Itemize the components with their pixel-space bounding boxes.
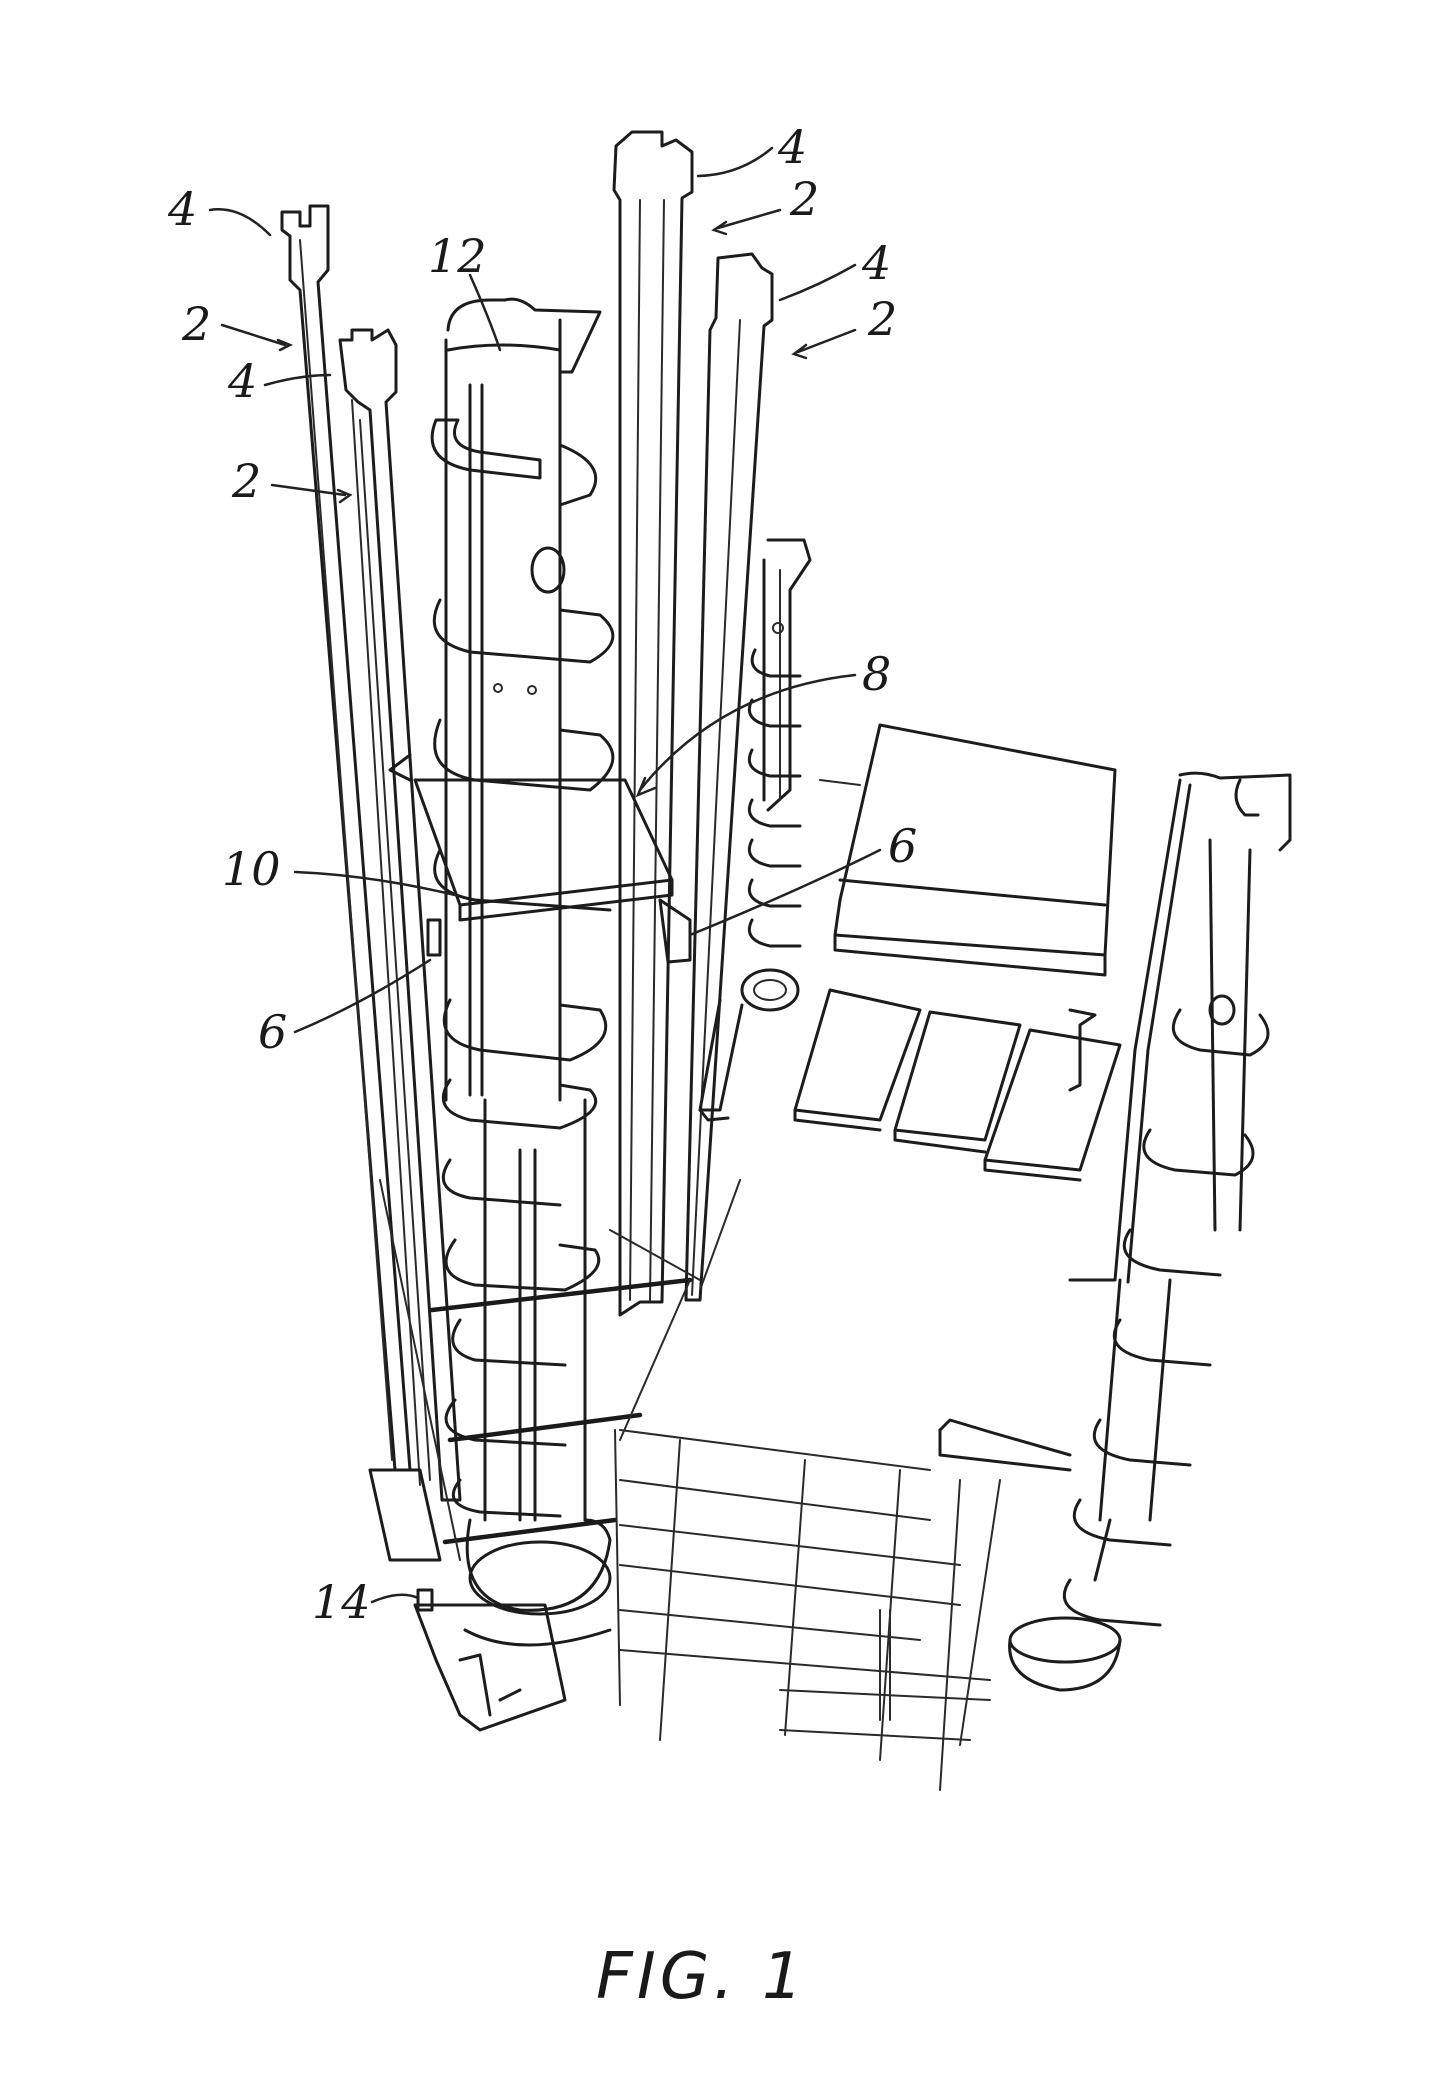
ref-platform: 10 bbox=[222, 842, 281, 896]
figure-caption: FIG. 1 bbox=[596, 1940, 807, 2014]
ref-rail-arrow-right: 2 bbox=[867, 292, 897, 346]
guide-left bbox=[428, 920, 440, 955]
mast-rail-center-right bbox=[686, 254, 772, 1300]
ref-rail-top-left: 4 bbox=[167, 182, 197, 236]
ref-base: 14 bbox=[312, 1575, 371, 1629]
drill-string-center bbox=[432, 299, 613, 1645]
ref-carriage: 8 bbox=[862, 647, 891, 701]
ref-rail-top-right: 4 bbox=[861, 236, 891, 290]
stacked-pads bbox=[795, 725, 1120, 1180]
mast-rail-center bbox=[614, 132, 692, 1315]
ref-guide-left: 6 bbox=[258, 1005, 287, 1059]
ref-rail-arrow-mid-left: 2 bbox=[231, 454, 261, 508]
guide-right bbox=[660, 900, 690, 962]
ref-guide-right: 6 bbox=[888, 819, 917, 873]
ref-rail-top-mid-left: 4 bbox=[227, 354, 257, 408]
ref-rail-top-center: 4 bbox=[777, 120, 807, 174]
ref-rail-arrow-left: 2 bbox=[181, 297, 211, 351]
drill-string-right bbox=[940, 773, 1290, 1690]
lower-frame bbox=[615, 1430, 1000, 1790]
platform bbox=[390, 755, 672, 920]
ref-rail-arrow-center: 2 bbox=[789, 172, 819, 226]
ref-drill-head: 12 bbox=[428, 229, 487, 283]
